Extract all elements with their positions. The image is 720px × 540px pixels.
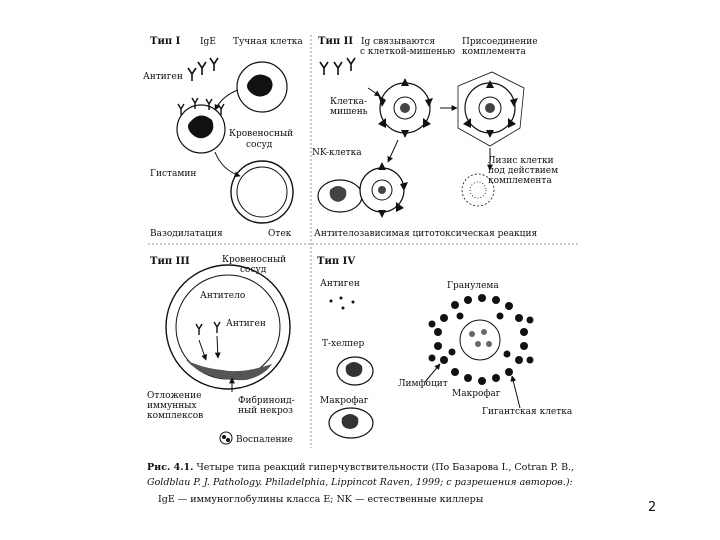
type1-arrow-2 [214,151,241,178]
type4-header: Тип IV [317,256,355,267]
type2-target-1: Клетка- [330,97,367,107]
caption-line-3: IgE — иммуноглобулины класса E; NK — ест… [158,494,484,505]
caption-label: Рис. 4.1. [147,462,193,473]
blood-vessel-icon [230,160,294,224]
type3-antigen: Антиген [226,319,266,329]
granuloma-icon [428,294,534,385]
type2-adcc: Антителозависимая цитотоксическая реакци… [314,229,537,239]
type2-nk-cell: NK-клетка [312,148,362,158]
type4-granuloma: Гранулема [447,281,499,291]
caption-line-2: Goldblau P. J. Pathology. Philadelphia, … [147,477,573,488]
type4-arrow-giant [510,375,521,409]
type3-deposit-1: Отложение [147,391,201,401]
type2-target-2: мишень [330,107,368,117]
antigen-dots-icon [329,296,355,310]
complement-cell-icon [457,71,525,147]
immune-complex-icon [195,321,221,335]
type2-arrow-1 [367,87,381,97]
type2-complement-2: комплемента [462,47,526,57]
caption-text-1: Четыре типа реакций гиперчувствительност… [193,462,574,473]
panel-type-2: Тип II Ig связываются с клеткой-мишенью … [312,36,558,239]
type4-t-helper: Т-хелпер [322,339,364,349]
type2-header: Тип II [318,36,353,47]
degranulating-mast-cell-icon [176,97,226,154]
type3-deposit-3: комплексов [147,411,203,421]
type1-header: Тип I [150,36,181,47]
type2-lysis-1: Лизис клетки [488,156,554,166]
panel-type-1: Тип I IgE Тучная клетка Антиген Кровенос… [143,36,303,239]
type3-header: Тип III [150,256,190,267]
figure-caption: Рис. 4.1. Четыре типа реакций гиперчувст… [147,462,574,505]
vessel-cross-section-icon [165,264,291,390]
page-number: 2 [648,500,657,515]
nk-cell-icon [317,179,363,213]
type1-vessel-label-2: сосуд [246,140,273,150]
panel-type-4: Тип IV Антиген Гранулема Т-хелпер Лимфоц… [317,256,573,439]
type3-inflammation: Воспаление [236,435,293,445]
ig-antibody-icon [319,57,356,75]
caption-line-1: Рис. 4.1. Четыре типа реакций гиперчувст… [147,462,574,473]
type1-vessel-label-1: Кровеносный [229,129,293,139]
type3-fibrinoid-2: ный некроз [238,406,293,416]
mast-cell-icon [236,61,288,113]
type4-lymphocyte: Лимфоцит [398,379,448,389]
t-helper-cell-icon [336,356,374,386]
lysed-target-cell-icon [359,162,408,218]
type1-antigen-label: Антиген [143,72,183,82]
type3-deposit-2: иммунных [147,401,197,411]
type3-vessel-1: Кровеносный [222,255,286,265]
type1-vasodilation-label: Вазодилатация [150,229,223,239]
target-cell-icon [378,78,433,138]
type2-ig-binding-1: Ig связываются [361,37,435,47]
lysed-cell-icon [461,173,495,207]
type1-ige-label: IgE [200,37,216,47]
type1-arrow-1 [214,89,239,111]
panel-type-3: Тип III Кровеносный сосуд Антитело Антиг… [147,255,295,445]
type2-lysis-3: комплемента [488,176,552,186]
type3-arrow-2 [214,335,221,359]
type4-giant-cell: Гигантская клетка [482,407,573,417]
ige-antibody-icon [187,57,219,81]
macrophage-icon [328,407,374,439]
type3-fibrinoid-1: Фибриноид- [238,395,295,406]
type3-arrow-1 [198,339,208,361]
type4-macrophage-right: Макрофаг [452,389,501,399]
type1-edema-label: Отек [268,229,292,239]
type2-arrow-4 [387,139,399,163]
type4-macrophage-left: Макрофаг [320,396,369,406]
type2-lysis-2: под действием [488,166,558,176]
type3-antibody: Антитело [200,291,245,301]
inflammation-cell-icon [219,431,233,445]
type2-ig-binding-2: с клеткой-мишенью [360,47,455,57]
type1-mast-cell-label: Тучная клетка [233,37,303,47]
type1-histamine-label: Гистамин [150,169,196,179]
type2-complement-1: Присоединение [462,37,538,47]
type4-arrow-lymphocyte [424,363,441,383]
type4-antigen: Антиген [320,279,360,289]
